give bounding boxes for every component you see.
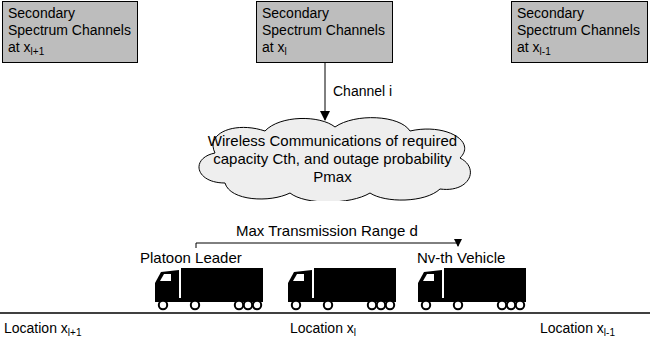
channel-arrow (325, 63, 326, 120)
location-label: Location xl (290, 320, 356, 337)
subscript: l+1 (31, 46, 45, 57)
spectrum-box: Secondary Spectrum Channels at xl-1 (511, 1, 648, 63)
truck-wheel (368, 301, 376, 309)
vehicle-label: Platoon Leader (140, 249, 242, 266)
truck-wheel (324, 301, 332, 309)
truck-window (293, 274, 304, 281)
truck-cab (288, 270, 312, 300)
truck-wheel (377, 301, 385, 309)
truck-cab (418, 270, 442, 300)
location-label: Location xl+1 (4, 320, 81, 337)
truck-wheel (292, 301, 300, 309)
truck-wheel (454, 301, 462, 309)
truck-wheel (498, 301, 506, 309)
truck-wheel (516, 301, 524, 309)
truck-cab (155, 270, 179, 300)
range-bracket (196, 243, 458, 248)
cloud-path (199, 118, 470, 201)
truck-window (160, 274, 171, 281)
truck-wheel (386, 301, 394, 309)
truck-trailer (181, 268, 263, 299)
subscript: l+1 (68, 327, 82, 338)
subscript: l (285, 46, 287, 57)
truck-wheel (244, 301, 252, 309)
spectrum-box: Secondary Spectrum Channels at xl (256, 1, 393, 63)
cloud-shape: Wireless Communications of required capa… (185, 113, 480, 201)
vehicle-label: Nv-th Vehicle (417, 249, 505, 266)
vehicle-label: Max Transmission Range d (236, 222, 418, 239)
box-title: Secondary Spectrum Channels at xl (262, 5, 387, 56)
subscript: l (354, 327, 356, 338)
location-label: Location xl-1 (540, 320, 615, 337)
truck-wheel (235, 301, 243, 309)
truck-wheel (253, 301, 261, 309)
truck-wheel (191, 301, 199, 309)
box-title: Secondary Spectrum Channels at xl+1 (8, 5, 132, 56)
truck-trailer (444, 268, 526, 299)
truck-wheel (507, 301, 515, 309)
truck-window (423, 274, 434, 281)
cloud-text: Wireless Communications of required capa… (202, 132, 464, 186)
subscript: l-1 (604, 327, 615, 338)
edge-label: Channel i (333, 83, 392, 100)
road-line (0, 312, 650, 314)
truck-group (155, 268, 526, 309)
truck-trailer (314, 268, 396, 299)
spectrum-box: Secondary Spectrum Channels at xl+1 (2, 1, 138, 63)
subscript: l-1 (540, 46, 551, 57)
box-title: Secondary Spectrum Channels at xl-1 (517, 5, 642, 56)
truck-wheel (422, 301, 430, 309)
truck-wheel (159, 301, 167, 309)
